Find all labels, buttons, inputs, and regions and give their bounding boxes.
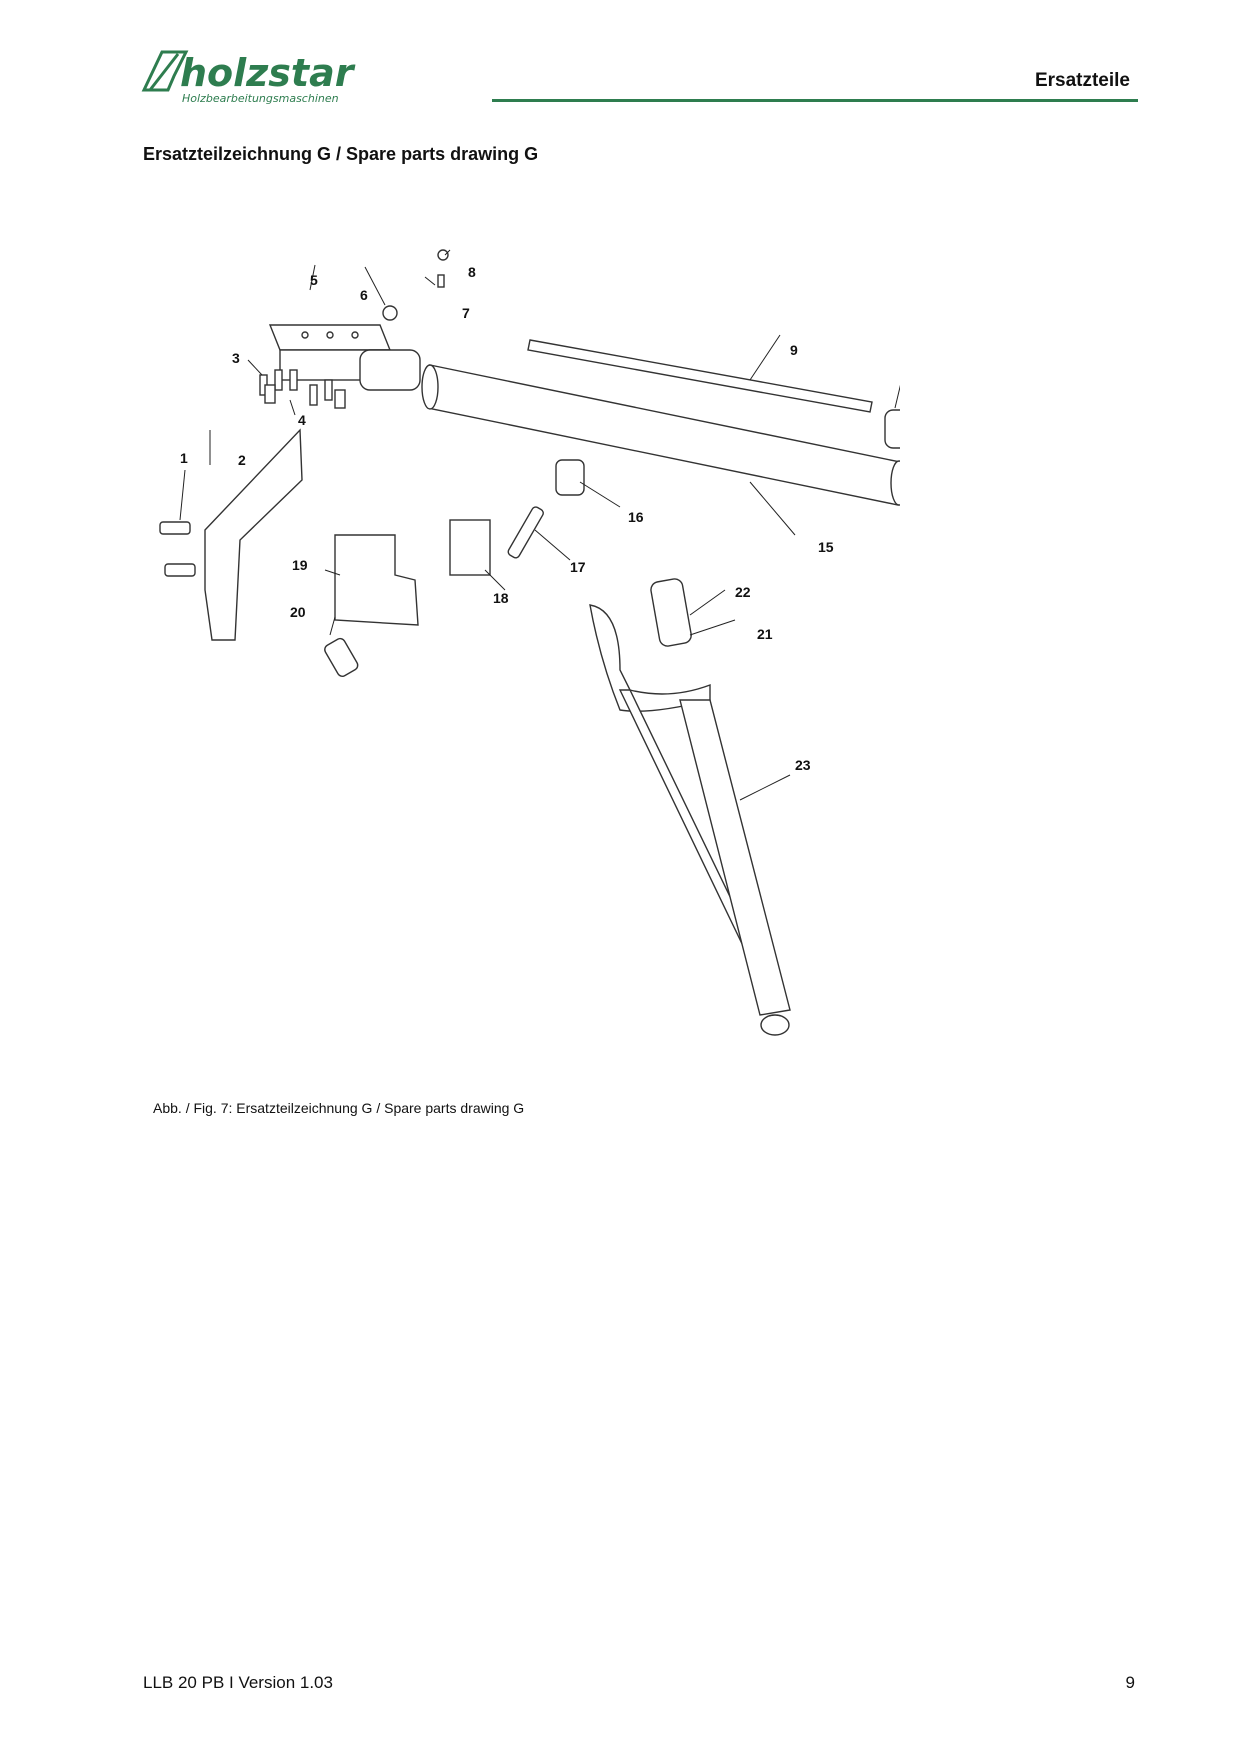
- header-divider: [492, 99, 1138, 102]
- label-4: 4: [298, 412, 306, 428]
- part-16-clamp: [555, 459, 585, 496]
- label-19: 19: [292, 557, 308, 573]
- part-23-foot: [760, 1014, 790, 1036]
- part-21-joint: [589, 604, 711, 712]
- part-23-tube: [679, 699, 791, 1016]
- part-7-screw: [437, 274, 445, 288]
- header-section-title: Ersatzteile: [1034, 70, 1130, 91]
- label-2: 2: [238, 452, 246, 468]
- label-18: 18: [493, 590, 509, 606]
- part-8-ring: [437, 249, 449, 261]
- label-8: 8: [468, 264, 476, 280]
- label-7: 7: [462, 305, 470, 321]
- part-1-bolt-2: [164, 563, 196, 577]
- part-22-grip: [650, 578, 692, 647]
- part-19-bracket: [334, 534, 419, 626]
- label-9: 9: [790, 342, 798, 358]
- part-18-block: [449, 519, 491, 576]
- logo-mark-icon: holzstar Holzbearbeitungsmaschinen: [141, 50, 356, 105]
- page-title: Ersatzteilzeichnung G / Spare parts draw…: [143, 144, 539, 164]
- part-6-nut: [382, 305, 398, 321]
- label-1: 1: [180, 450, 188, 466]
- part-17-pin: [507, 506, 544, 559]
- label-22: 22: [735, 584, 751, 600]
- part-20-bolt: [324, 637, 359, 677]
- figure-caption: Abb. / Fig. 7: Ersatzteilzeichnung G / S…: [153, 1100, 525, 1116]
- footer-version: LLB 20 PB I Version 1.03: [143, 1673, 333, 1692]
- label-23: 23: [795, 757, 811, 773]
- label-20: 20: [290, 604, 306, 620]
- part-3-4-pins: [259, 369, 346, 409]
- part-9-rod: [527, 339, 873, 413]
- part-10-sleeve: [884, 409, 911, 449]
- label-16: 16: [628, 509, 644, 525]
- part-2-plate: [204, 428, 303, 641]
- label-3: 3: [232, 350, 240, 366]
- holzstar-logo: holzstar Holzbearbeitungsmaschinen: [140, 46, 430, 106]
- label-21: 21: [757, 626, 773, 642]
- logo-subtitle: Holzbearbeitungsmaschinen: [182, 92, 339, 105]
- label-15: 15: [818, 539, 834, 555]
- spare-parts-drawing: 5 6 7 8 3 4 1 2 9 10 11 12 13 14 15 16 1…: [150, 230, 1088, 1070]
- part-5-bracket: [268, 324, 421, 391]
- part-15-tube: [421, 364, 908, 506]
- label-6: 6: [360, 287, 368, 303]
- footer-page-number: 9: [1125, 1673, 1135, 1692]
- logo-wordmark: holzstar: [180, 51, 356, 95]
- label-17: 17: [570, 559, 586, 575]
- part-1-bolt: [159, 521, 191, 535]
- label-5: 5: [310, 272, 318, 288]
